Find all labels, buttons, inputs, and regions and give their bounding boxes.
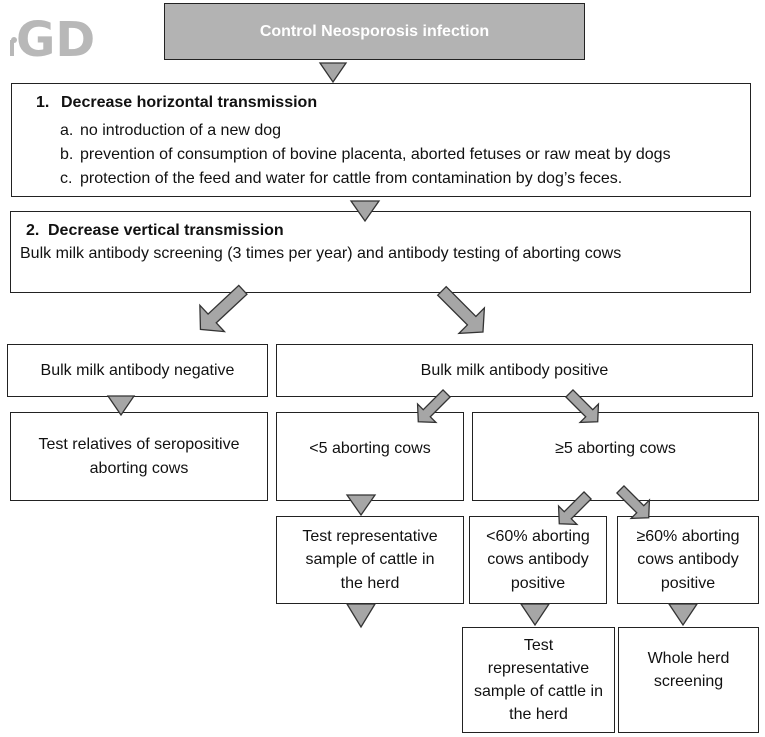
- arrow-negative-to-test: [106, 395, 136, 417]
- step1-number: 1.: [36, 94, 50, 111]
- step1-list: a. no introduction of a new dog b. prevent…: [60, 119, 671, 191]
- step1-box: 1. Decrease horizontal transmission a. no …: [11, 83, 751, 197]
- ge60-label: ≥60% aborting cows antibody positive: [636, 528, 740, 592]
- step1-item-b-label: b.: [60, 146, 74, 163]
- step1-item-a-label: a.: [60, 122, 74, 139]
- lt5-label: <5 aborting cows: [309, 439, 431, 457]
- title-text: Control Neosporosis infection: [259, 22, 490, 40]
- step1-item-c: c. protection of the feed and water for c…: [60, 167, 671, 191]
- arrow-step2-to-negative: [199, 284, 248, 333]
- step1-item-c-label: c.: [60, 170, 73, 187]
- test-relatives-box: Test relatives of seropositive aborting …: [10, 412, 268, 501]
- step1-item-c-text: protection of the feed and water for cat…: [80, 170, 623, 187]
- positive-box: Bulk milk antibody positive: [276, 344, 753, 397]
- step1-item-b-text: prevention of consumption of bovine plac…: [80, 146, 671, 163]
- lt5-action-text: Test representative sample of cattle in …: [302, 528, 438, 592]
- arrow-lt60-to-action: [519, 603, 551, 627]
- negative-box: Bulk milk antibody negative: [7, 344, 268, 397]
- logo-text: GD: [16, 12, 95, 64]
- lt60-label: <60% aborting cows antibody positive: [486, 528, 590, 592]
- lt5-action-box: Test representative sample of cattle in …: [276, 516, 464, 604]
- step2-heading: Decrease vertical transmission: [48, 222, 284, 239]
- ge5-label: ≥5 aborting cows: [555, 439, 676, 457]
- step1-item-a-text: no introduction of a new dog: [80, 122, 282, 139]
- step2-number: 2.: [26, 222, 40, 239]
- whole-herd-text: Whole herd screening: [647, 649, 730, 690]
- lt60-action-box: Test representative sample of cattle in …: [462, 627, 615, 733]
- title-box: Control Neosporosis infection: [164, 3, 585, 60]
- arrow-step1-to-step2: [349, 200, 381, 223]
- arrow-step2-to-positive: [436, 285, 486, 335]
- arrow-lt5-to-action: [345, 494, 377, 517]
- step1-heading-row: 1. Decrease horizontal transmission: [36, 94, 317, 112]
- test-relatives-text: Test relatives of seropositive aborting …: [38, 436, 240, 477]
- arrow-positive-to-lt5: [416, 388, 452, 424]
- lt5-box: <5 aborting cows: [276, 412, 464, 501]
- arrow-ge5-to-ge60: [615, 484, 651, 520]
- lt60-action-text: Test representative sample of cattle in …: [474, 636, 603, 724]
- arrow-positive-to-ge5: [564, 388, 600, 424]
- ge5-box: ≥5 aborting cows: [472, 412, 759, 501]
- whole-herd-box: Whole herd screening: [618, 627, 759, 733]
- arrow-title-to-step1: [318, 62, 348, 84]
- arrow-ge60-to-action: [667, 603, 699, 627]
- step1-heading: Decrease horizontal transmission: [61, 94, 318, 111]
- positive-label: Bulk milk antibody positive: [420, 361, 609, 379]
- step1-item-a: a. no introduction of a new dog: [60, 119, 671, 143]
- step2-text: Bulk milk antibody screening (3 times pe…: [20, 245, 622, 262]
- gd-logo: GD: [6, 10, 120, 68]
- step1-item-b: b. prevention of consumption of bovine pl…: [60, 143, 671, 167]
- arrow-ge5-to-lt60: [557, 490, 593, 526]
- arrow-lt5-action-down: [345, 603, 377, 629]
- step2-box: 2. Decrease vertical transmission Bulk mi…: [10, 211, 751, 293]
- step2-heading-row: 2. Decrease vertical transmission: [26, 222, 284, 240]
- lt60-box: <60% aborting cows antibody positive: [469, 516, 607, 604]
- negative-label: Bulk milk antibody negative: [40, 361, 235, 379]
- ge60-box: ≥60% aborting cows antibody positive: [617, 516, 759, 604]
